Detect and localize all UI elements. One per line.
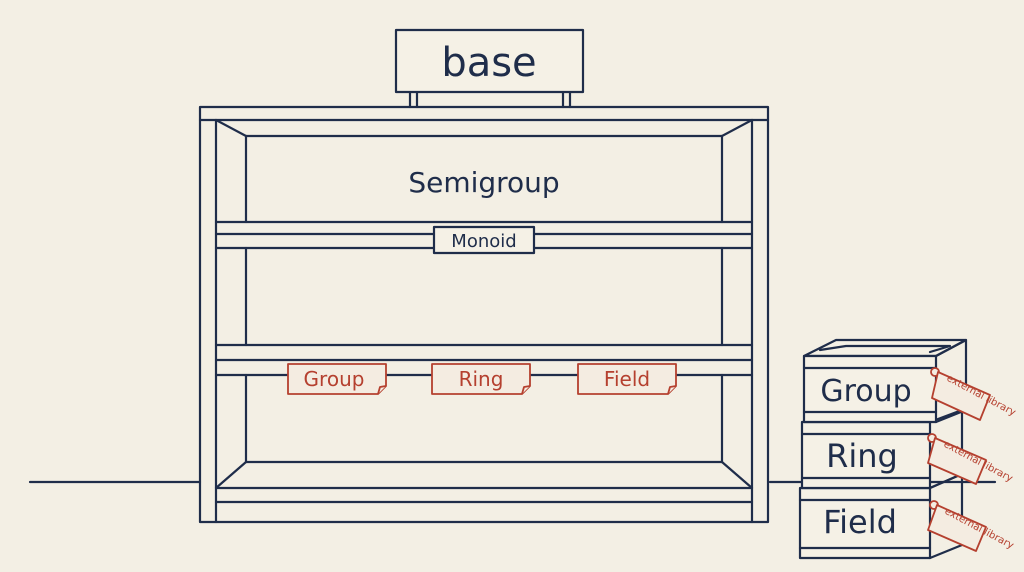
shelf-tag-field-label: Field <box>604 367 650 391</box>
shelf-tag-group-label: Group <box>304 367 365 391</box>
shelf-tag-field: Field <box>577 363 677 395</box>
crate-field-label: Field <box>823 503 897 541</box>
crate-tag-ring: external library <box>927 433 1014 485</box>
base-sign: base <box>394 28 585 109</box>
base-sign-label: base <box>441 40 536 86</box>
crate-ring-label: Ring <box>826 437 898 475</box>
crate-bottom: Field <box>798 472 964 560</box>
shelf-tag-ring-label: Ring <box>459 367 504 391</box>
crate-top: Group <box>802 338 968 424</box>
shelf-tag-group: Group <box>287 363 387 395</box>
monoid-label-plate: Monoid <box>432 225 536 255</box>
semigroup-label: Semigroup <box>408 166 559 199</box>
monoid-label: Monoid <box>451 231 516 252</box>
shelf-tag-ring: Ring <box>431 363 531 395</box>
crate-group-label: Group <box>820 374 911 409</box>
crate-tag-field: external library <box>927 500 1015 552</box>
crate-tag-group: external library <box>930 367 1017 421</box>
